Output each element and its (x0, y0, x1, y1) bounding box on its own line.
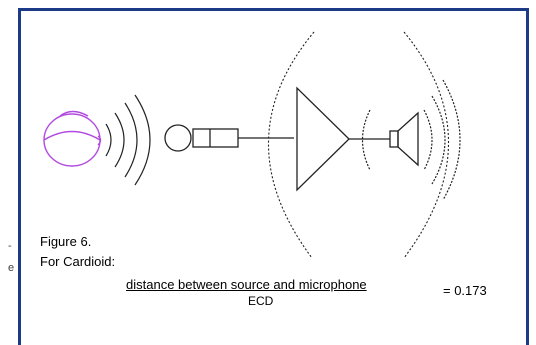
loudspeaker-icon (389, 111, 419, 167)
head-outline-icon (43, 110, 102, 167)
equation-denominator: ECD (248, 294, 274, 308)
margin-fragment-2: e (8, 262, 15, 274)
margin-fragment-1: - (8, 240, 12, 252)
equation-result: = 0.173 (443, 283, 487, 298)
figure-subcaption: For Cardioid: (40, 254, 116, 269)
equation-numerator: distance between source and microphone (126, 277, 367, 292)
microphone-icon (164, 124, 294, 152)
figure-caption: Figure 6. (40, 234, 92, 249)
amplifier-triangle-icon (296, 86, 390, 192)
figure-frame (18, 8, 529, 345)
amplifier-field-arcs (268, 31, 449, 259)
speaker-sound-waves (361, 79, 461, 201)
source-sound-waves (105, 94, 151, 186)
